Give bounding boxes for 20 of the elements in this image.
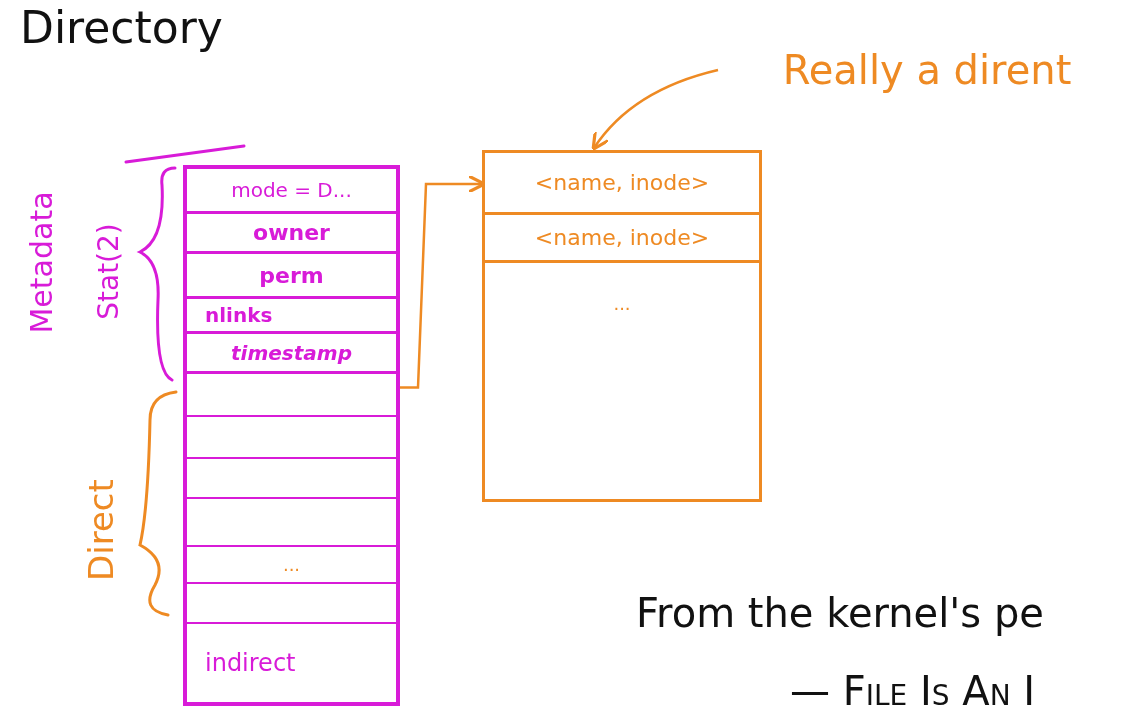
inode-field: perm (187, 254, 396, 299)
dirent-entry: <name, inode> (485, 215, 759, 263)
note-text: From the kernel's pe (636, 590, 1044, 636)
arrow (591, 68, 719, 151)
inode-field: owner (187, 214, 396, 254)
inode-field: nlinks (187, 299, 396, 334)
inode-field: mode = D... (187, 169, 396, 214)
dirent-entry: ... (485, 263, 759, 343)
vertical-label: Stat(2) (91, 223, 125, 320)
vertical-label: Direct (80, 479, 121, 581)
inode-field: ... (187, 547, 396, 584)
vertical-label: Metadata (23, 191, 59, 334)
dirent-entry: <name, inode> (485, 153, 759, 215)
data-block (482, 150, 762, 502)
inode-field: indirect (187, 624, 396, 702)
annotation-text: Really a dirent (722, 40, 1132, 100)
note-text: — File Is An I (790, 668, 1036, 714)
heading: Directory (20, 2, 223, 53)
inode-table (183, 165, 400, 706)
inode-field: timestamp (187, 334, 396, 374)
